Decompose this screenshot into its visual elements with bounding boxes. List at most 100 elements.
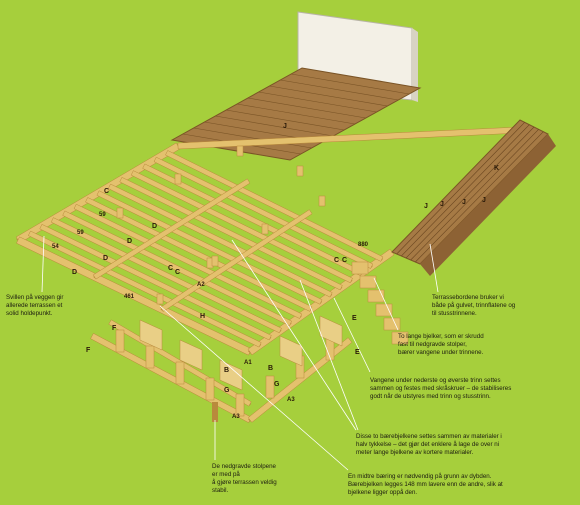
stair-stringer-panel xyxy=(139,319,163,351)
stair-board-seam xyxy=(415,131,544,263)
joist-block xyxy=(211,255,219,267)
note-line: sammen og festes med skråskruer – de sta… xyxy=(370,385,511,392)
stairs-area xyxy=(351,119,556,345)
label-A1: A1 xyxy=(244,360,252,366)
joist xyxy=(153,156,374,269)
note-line: To lange bjelker, som er skrudd xyxy=(398,333,484,340)
callout-stringers: Vangene under nederste og øverste trinn … xyxy=(370,377,511,400)
label-J: J xyxy=(482,197,486,204)
joist xyxy=(107,183,333,298)
stair-stringer-panel xyxy=(279,335,303,367)
note-line: Disse to bærebjelkene settes sammen av m… xyxy=(356,433,502,440)
label-E: E xyxy=(355,349,360,356)
leader-line xyxy=(159,305,349,471)
note-line: er med på xyxy=(212,471,240,478)
joist xyxy=(62,210,292,327)
deck-board-seam xyxy=(258,91,377,113)
label-D: D xyxy=(72,269,77,276)
label-F: F xyxy=(112,325,117,332)
stair-stringer-panel xyxy=(219,359,243,391)
stair-stringer-panel xyxy=(319,315,343,347)
label-J: J xyxy=(440,201,444,208)
note-line: solid holdepunkt. xyxy=(6,310,53,317)
deck-board-seam xyxy=(193,127,312,149)
stair-stringer-panel xyxy=(179,339,203,371)
deck-boards-area xyxy=(170,67,422,161)
buried-post xyxy=(212,402,218,422)
joist-block xyxy=(236,145,244,157)
label-A2: A2 xyxy=(197,282,205,288)
label-D: D xyxy=(103,255,108,262)
support-post xyxy=(175,361,185,385)
label-G: G xyxy=(274,381,280,388)
stair-board-seam xyxy=(396,122,525,255)
label-59: 59 xyxy=(77,230,84,236)
deck-board-seam xyxy=(291,73,410,95)
deck-board-seam xyxy=(215,115,334,137)
note-line: bærer vangene under trinnene. xyxy=(398,349,484,356)
leader-line xyxy=(231,239,357,431)
joist xyxy=(130,170,353,284)
cross-beam xyxy=(160,209,313,312)
stair-board-seam xyxy=(405,126,535,259)
substructure xyxy=(90,315,353,423)
cross-beam xyxy=(92,178,251,280)
label-C: C xyxy=(168,265,173,272)
note-line: Bærebjelken legges 148 mm lavere enn de … xyxy=(348,481,503,488)
label-J: J xyxy=(283,123,287,130)
note-line: fast til nedgravde stolper, xyxy=(398,341,467,348)
callout-posts: De nedgravde stolpene er med på å gjøre … xyxy=(212,463,277,494)
label-54: 54 xyxy=(52,244,59,250)
stringer-block xyxy=(375,303,393,317)
note-line: både på gulvet, trinnflatene og xyxy=(432,302,516,309)
label-A3: A3 xyxy=(287,397,295,403)
note-line: En midtre bæring er nødvendig på grunn a… xyxy=(348,473,492,480)
stringer-block xyxy=(351,261,369,275)
joist xyxy=(73,203,303,319)
label-461: 461 xyxy=(124,294,135,300)
stair-board-seam xyxy=(410,129,539,261)
deck-board-seam xyxy=(280,79,399,101)
note-line: allerede terrassen et xyxy=(6,302,63,309)
deck-board-seam xyxy=(269,85,388,107)
label-D: D xyxy=(152,223,157,230)
note-line: Svillen på veggen gir xyxy=(6,294,63,301)
stringer-block xyxy=(391,331,409,345)
note-line: halv tykkelse – det gjør det enklere å l… xyxy=(356,441,499,448)
label-J: J xyxy=(424,203,428,210)
stair-board-seam xyxy=(401,124,530,257)
label-59: 59 xyxy=(99,212,106,218)
leader-line xyxy=(41,235,45,293)
note-line: å gjøre terrassen veldig xyxy=(212,479,277,486)
joist xyxy=(96,190,323,305)
deck-board-seam xyxy=(226,109,345,131)
support-post xyxy=(235,393,245,417)
joist-block xyxy=(261,223,269,235)
leader-line xyxy=(429,243,439,293)
label-H: H xyxy=(200,313,205,320)
joist xyxy=(119,176,343,291)
note-line: meter lange bjelkene av kortere material… xyxy=(356,449,474,456)
leader-line xyxy=(333,297,371,373)
note-line: Terrassebordene bruker vi xyxy=(432,294,504,301)
joist-grid xyxy=(15,126,521,356)
support-post xyxy=(205,377,215,401)
callout-beams-under-steps: To lange bjelker, som er skrudd fast til… xyxy=(398,333,484,356)
label-D: D xyxy=(127,238,132,245)
joist xyxy=(39,223,272,341)
joist xyxy=(28,230,262,348)
label-E: E xyxy=(352,315,357,322)
label-K: K xyxy=(494,165,499,172)
support-post xyxy=(265,375,275,399)
label-C: C xyxy=(175,269,180,276)
part-labels: J J J J J K C C C C C D D D D F F H A1 A… xyxy=(52,123,499,420)
callout-deck-boards: Terrassebordene bruker vi både på gulvet… xyxy=(432,294,516,317)
joist-block xyxy=(116,207,124,219)
label-F: F xyxy=(86,347,91,354)
deck-board-seam xyxy=(236,103,356,125)
stringer-block xyxy=(359,275,377,289)
stringer-block xyxy=(367,289,385,303)
joist xyxy=(50,217,282,334)
note-line: stabil. xyxy=(212,487,228,494)
